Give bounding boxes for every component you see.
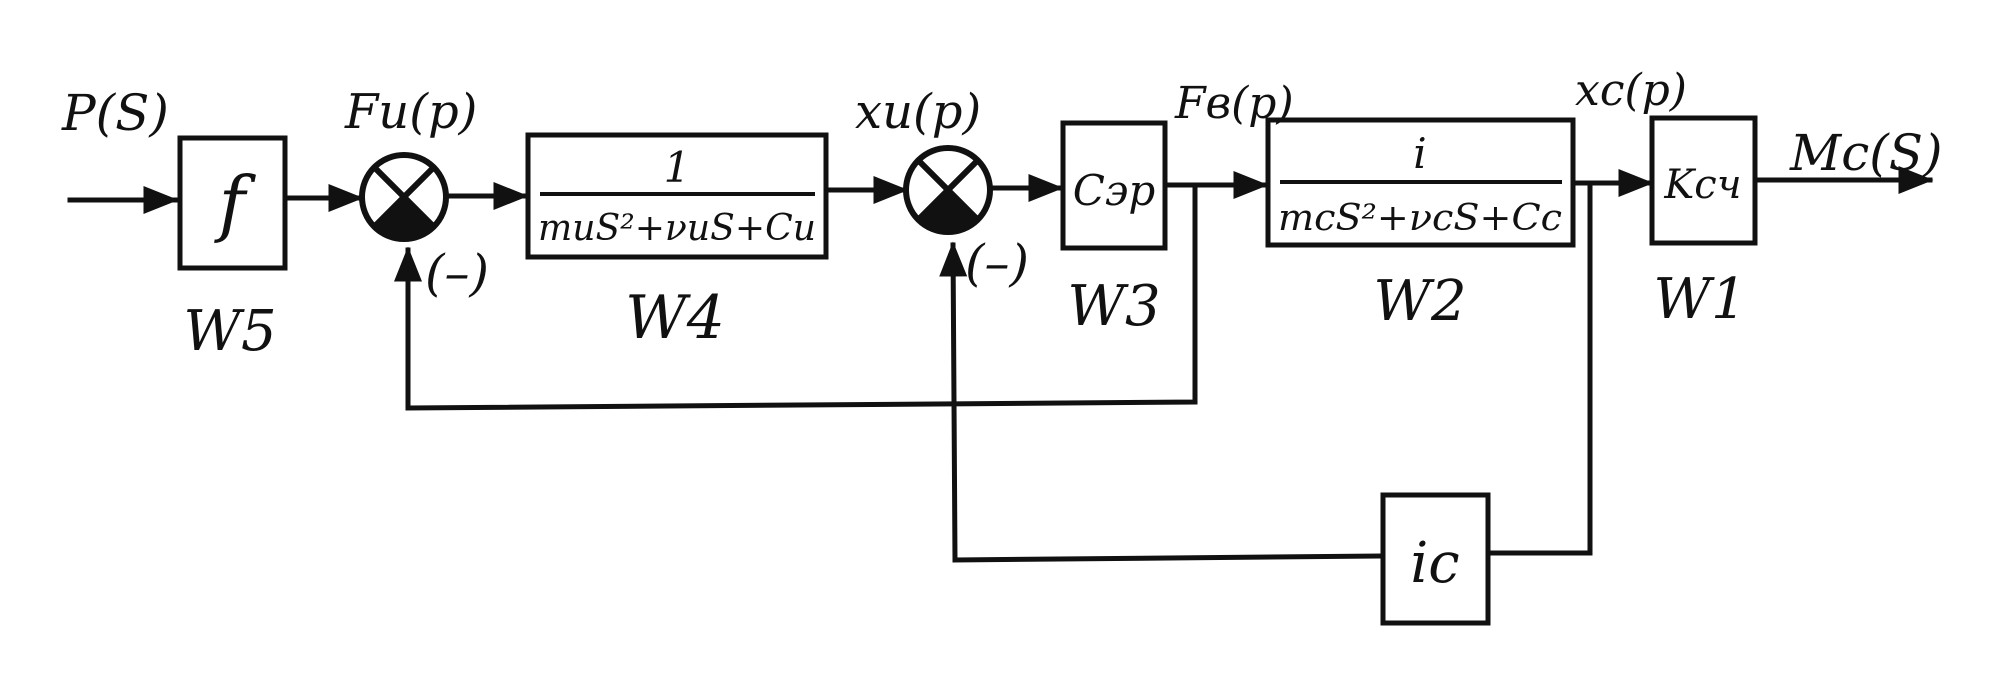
sum1-negative-sign: (–) bbox=[425, 244, 489, 302]
block-w1-label: W1 bbox=[1653, 267, 1746, 332]
block-w5-content: f bbox=[214, 161, 257, 245]
input-signal-label: P(S) bbox=[61, 84, 169, 142]
signal-fu-label: Fu(p) bbox=[344, 84, 477, 140]
block-w4-numerator: 1 bbox=[664, 143, 691, 192]
output-signal-label: Mc(S) bbox=[1789, 124, 1942, 182]
summing-junction-1 bbox=[359, 152, 449, 242]
block-w5 bbox=[177, 135, 288, 271]
block-ic bbox=[1380, 492, 1491, 626]
block-w4-denominator: muS²+νuS+Cu bbox=[538, 208, 816, 249]
block-w2 bbox=[1265, 117, 1576, 248]
block-w2-label: W2 bbox=[1373, 269, 1466, 334]
signal-xc-label: xc(p) bbox=[1575, 65, 1687, 116]
block-w2-denominator: mcS²+νcS+Cc bbox=[1278, 198, 1562, 239]
block-w3 bbox=[1060, 120, 1168, 251]
feedback-wire-1 bbox=[394, 182, 1198, 411]
feedback-wire-2-out bbox=[1485, 180, 1593, 556]
block-w1 bbox=[1649, 115, 1758, 246]
block-w4-label: W4 bbox=[625, 283, 725, 353]
block-w4 bbox=[525, 132, 829, 260]
block-ic-content: ic bbox=[1410, 531, 1459, 596]
block-w1-content: Kсч bbox=[1663, 162, 1741, 208]
block-w3-content: Cэр bbox=[1073, 166, 1156, 215]
signal-xu-label: xu(p) bbox=[855, 84, 981, 140]
summing-junction-2 bbox=[903, 145, 993, 235]
block-w2-numerator: i bbox=[1413, 129, 1426, 178]
feedback-wire-2-back bbox=[939, 241, 1383, 563]
sum2-negative-sign: (–) bbox=[965, 234, 1029, 292]
block-w3-label: W3 bbox=[1067, 274, 1160, 339]
block-w5-label: W5 bbox=[183, 299, 276, 364]
